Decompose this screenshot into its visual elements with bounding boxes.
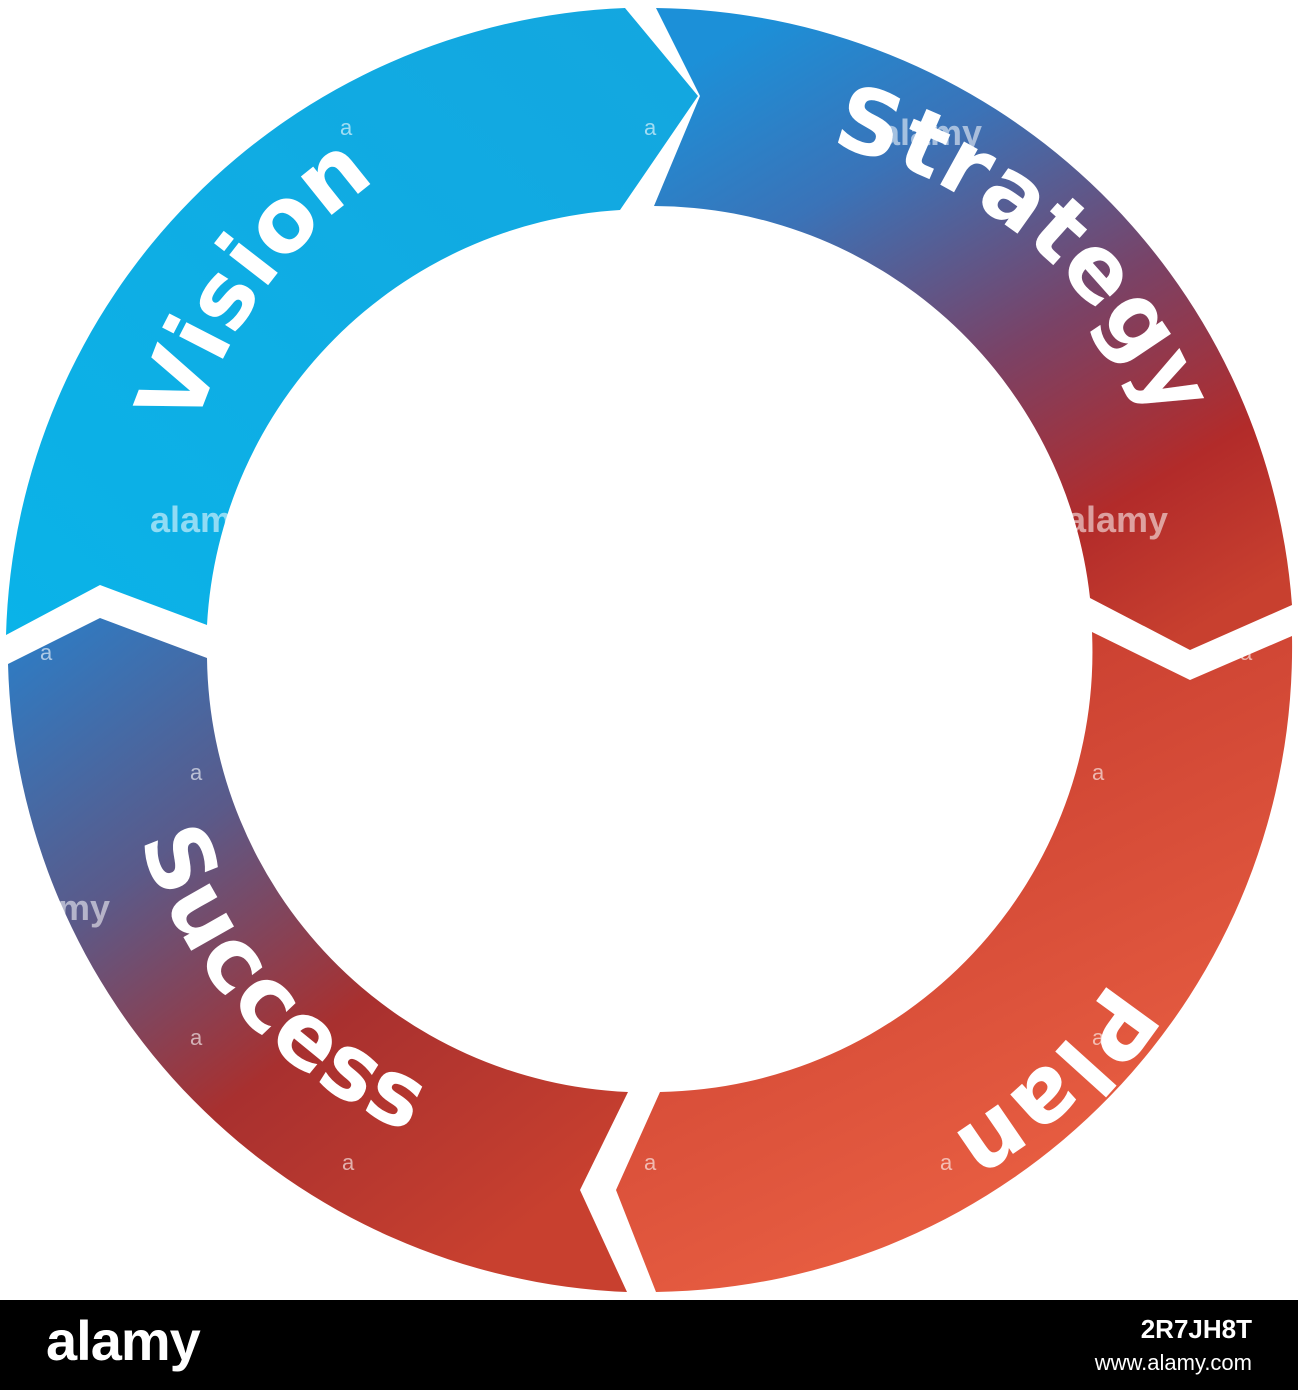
footer-bar: alamy 2R7JH8T www.alamy.com <box>0 1300 1298 1390</box>
watermark-mark-10: a <box>644 1150 657 1175</box>
watermark-mark-1: a <box>340 115 353 140</box>
watermark-mark-2: a <box>644 115 657 140</box>
watermark-mark-3: a <box>40 640 53 665</box>
footer-url: www.alamy.com <box>1094 1350 1252 1375</box>
segment-plan <box>616 632 1293 1292</box>
watermark-text-4: alamy <box>8 887 110 928</box>
watermark-text-2: alamy <box>150 499 252 540</box>
segment-success <box>8 618 628 1292</box>
cycle-ring: Vision Strategy Plan Success alamy alamy… <box>6 8 1293 1292</box>
watermark-text-1: alamy <box>880 112 982 153</box>
segment-vision <box>6 8 698 635</box>
segment-strategy <box>654 8 1292 650</box>
footer-image-id: 2R7JH8T <box>1140 1314 1252 1344</box>
watermark-mark-9: a <box>342 1150 355 1175</box>
footer-logo: alamy <box>46 1309 201 1372</box>
watermark-mark-4: a <box>1240 640 1253 665</box>
cycle-diagram: Vision Strategy Plan Success alamy alamy… <box>6 8 1293 1292</box>
watermark-mark-8: a <box>1092 1025 1105 1050</box>
watermark-mark-11: a <box>940 1150 953 1175</box>
watermark-mark-5: a <box>190 760 203 785</box>
watermark-mark-7: a <box>190 1025 203 1050</box>
watermark-text-3: alamy <box>1066 499 1168 540</box>
watermark-mark-6: a <box>1092 760 1105 785</box>
